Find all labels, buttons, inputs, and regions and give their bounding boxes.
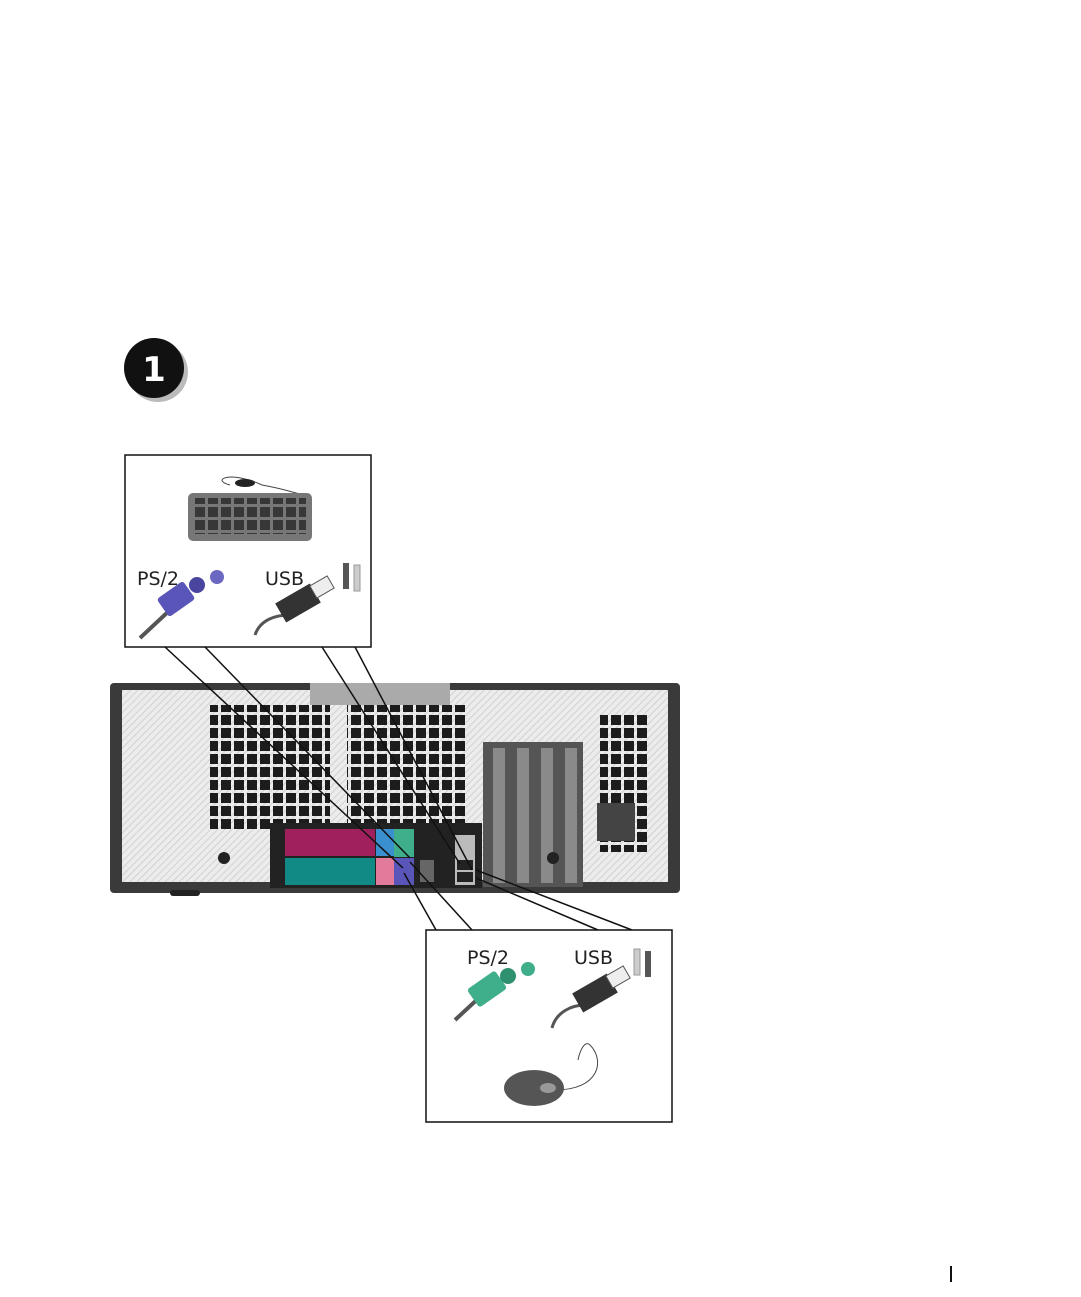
step-badge: 1 (124, 338, 188, 402)
keyboard-ps2-label: PS/2 (137, 568, 179, 590)
ps2-port-icon (210, 570, 224, 584)
usb-mouse-plug-icon (550, 965, 631, 1029)
leader-lines (164, 646, 633, 931)
power-connector (597, 803, 635, 841)
mouse-usb-label: USB (574, 947, 613, 969)
ps2-mouse-port (394, 829, 414, 857)
usb-keyboard-plug-icon (253, 575, 335, 636)
ps2-port-icon (521, 962, 535, 976)
usb-port-icon (343, 563, 349, 589)
usb-ports (420, 860, 434, 882)
page-marker (950, 1266, 952, 1282)
keyboard-usb-label: USB (265, 568, 304, 590)
ps2-mouse-plug-icon (453, 968, 516, 1022)
keyboard-connection-panel: PS/2 USB (124, 454, 372, 648)
step-number: 1 (142, 350, 166, 390)
mouse-ps2-label: PS/2 (467, 947, 509, 969)
mouse-icon (504, 1043, 599, 1106)
ps2-keyboard-plug-icon (138, 577, 205, 640)
usb-port-icon (633, 948, 641, 976)
parallel-port (285, 829, 375, 856)
mouse-connection-panel: PS/2 USB (425, 929, 673, 1123)
serial-ports (285, 858, 375, 885)
computer-back-panel (110, 683, 680, 896)
